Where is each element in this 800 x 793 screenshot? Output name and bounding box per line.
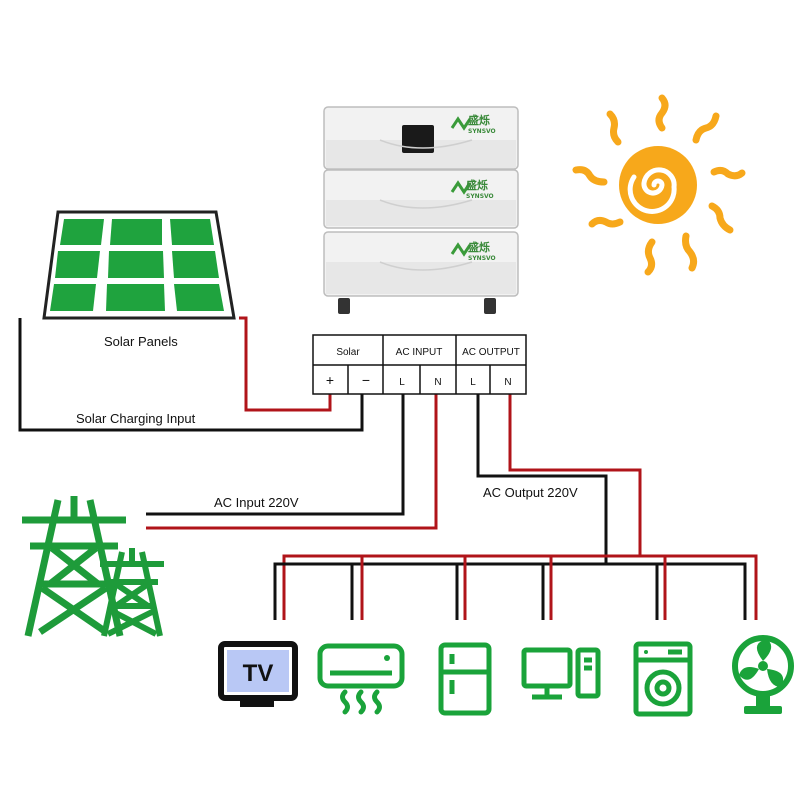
svg-text:SYNSVO: SYNSVO (466, 193, 494, 200)
battery-stack-icon (323, 106, 519, 314)
sun-icon (572, 94, 746, 276)
tv-label: TV (243, 660, 274, 687)
terminal-solar-plus: + (326, 372, 334, 388)
tv-icon (218, 641, 298, 707)
svg-text:盛烁: 盛烁 (468, 240, 490, 254)
wiring (18, 316, 758, 620)
solar-panel-icon (42, 210, 236, 320)
air-conditioner-icon (317, 643, 405, 715)
terminal-group-ac-input: AC INPUT (396, 347, 443, 358)
solar-charging-input-label: Solar Charging Input (76, 411, 196, 426)
svg-text:SYNSVO: SYNSVO (468, 128, 496, 135)
washing-machine-icon (633, 641, 693, 717)
svg-text:盛烁: 盛烁 (468, 113, 490, 127)
power-pylon-icon (22, 496, 164, 637)
solar-panels-label: Solar Panels (104, 334, 178, 349)
terminal-group-ac-output: AC OUTPUT (462, 347, 520, 358)
terminal-ac-out-n: N (504, 377, 511, 388)
brand-logo: 盛烁 SYNSVO 盛烁 SYNSVO 盛烁 SYNSVO (450, 113, 496, 262)
computer-icon (521, 647, 601, 700)
refrigerator-icon (438, 642, 492, 716)
svg-text:SYNSVO: SYNSVO (468, 255, 496, 262)
fan-icon (732, 635, 794, 714)
svg-text:盛烁: 盛烁 (466, 178, 488, 192)
terminal-ac-out-l: L (470, 377, 476, 388)
terminal-solar-minus: − (362, 372, 370, 388)
ac-output-label: AC Output 220V (483, 485, 578, 500)
terminal-group-solar: Solar (336, 347, 360, 358)
ac-input-label: AC Input 220V (214, 495, 299, 510)
terminal-ac-in-l: L (399, 377, 405, 388)
terminal-ac-in-n: N (434, 377, 441, 388)
terminal-block (312, 334, 527, 395)
